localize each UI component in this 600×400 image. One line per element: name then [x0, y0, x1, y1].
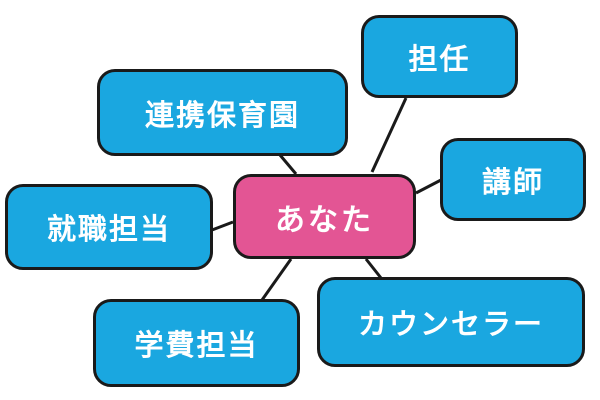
node-gakuhi-tanto: 学費担当	[93, 299, 300, 387]
node-label: 連携保育園	[144, 97, 300, 132]
node-label: 就職担当	[46, 212, 171, 246]
center-label: あなた	[275, 202, 374, 238]
node-label: 学費担当	[134, 328, 259, 362]
node-tannin: 担任	[361, 15, 518, 98]
node-renkei-hoikuen: 連携保育園	[97, 69, 348, 156]
connector-counselor	[364, 258, 383, 279]
connector-shushoku	[211, 220, 234, 232]
connector-renkei	[278, 154, 298, 175]
node-center-anata: あなた	[233, 174, 416, 259]
node-koshi: 講師	[440, 138, 586, 221]
node-label: カウンセラー	[357, 307, 544, 341]
connector-tannin	[370, 97, 408, 173]
node-shushoku-tanto: 就職担当	[5, 184, 213, 270]
node-counselor: カウンセラー	[317, 277, 585, 367]
connector-gakuhi	[260, 258, 293, 301]
connector-koshi	[415, 178, 442, 195]
node-label: 講師	[481, 164, 544, 199]
node-label: 担任	[408, 41, 471, 76]
